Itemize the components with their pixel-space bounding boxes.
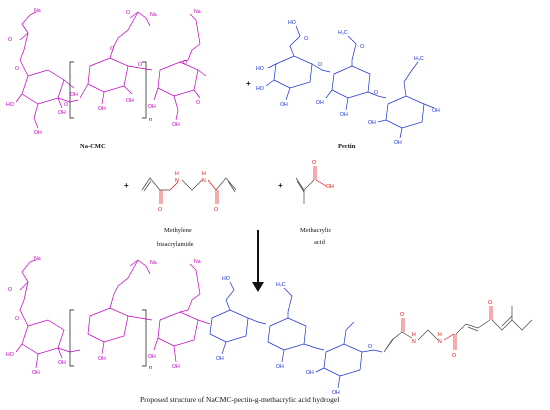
atom-na: Na [150,260,157,266]
atom-ch3: H₃C [414,56,424,62]
atom-h: H [412,332,416,338]
atom-oh: OH [216,356,224,362]
atom-ho: HO [256,86,264,92]
atom-o: O [196,100,200,106]
atom-na: Na [194,9,201,15]
repeat-subscript: n [149,117,152,123]
atom-oh: OH [340,112,348,118]
atom-oh: OH [276,364,284,370]
atom-o: O [8,287,12,293]
atom-ho: HO [6,352,14,358]
atom-oh: OH [172,364,180,370]
atom-o: O [374,90,378,96]
pectin-label: Pectin [338,143,356,150]
atom-o: O [15,66,19,72]
atom-h: H [438,332,442,338]
atom-oh: OH [32,370,40,376]
atom-oh: OH [148,354,156,360]
atom-n: N [175,178,179,184]
atom-ch3: H₃C [276,282,286,288]
atom-oh: OH [98,106,106,112]
figure-caption: Proposed structure of NaCMC-pectin-g-met… [140,395,339,404]
methylene-bisacrylamide-structure: O H N H N O Methylene bisacrylamide [141,171,237,248]
plus-sign: + [246,79,251,88]
atom-na: Na [150,12,157,18]
atom-o: O [158,207,162,213]
atom-ch3: H₃C [338,30,348,36]
atom-oh: OH [172,122,180,128]
methacrylic-label: Methacrylic [300,227,332,234]
atom-ho: HO [256,66,264,72]
plus-sign: + [124,181,129,190]
atom-na: Na [194,259,201,265]
atom-h: H [175,171,179,177]
atom-oh: OH [326,184,334,190]
atom-o: O [312,160,316,166]
methacrylic-acid-structure: O OH Methacrylic acid [295,160,334,246]
atom-n: N [438,339,442,345]
hydrogel-product-structure: Na O O Na Na HO OH OH n OH OH OH [6,256,533,396]
atom-ho: HO [6,102,14,108]
atom-o: O [138,62,142,68]
atom-oh: OH [58,110,66,116]
pectin-structure: HO O HO HO OH O H₃C O OH OH O H₃C OH OH … [256,20,440,150]
atom-o: O [400,312,404,318]
repeat-subscript: n [149,365,152,371]
atom-o: O [64,102,68,108]
acid-label: acid [314,239,326,246]
atom-o: O [452,353,456,359]
atom-ho: HO [288,20,296,26]
atom-na: Na [34,256,41,262]
methylene-label: Methylene [164,227,192,234]
na-cmc-label: Na-CMC [80,143,106,150]
atom-na: Na [34,8,41,14]
atom-oh: OH [148,104,156,110]
atom-o: O [183,60,187,66]
atom-oh: OH [316,100,324,106]
atom-o: O [304,36,308,42]
atom-o: O [8,37,12,43]
atom-o: O [488,300,492,306]
atom-o: O [214,207,218,213]
atom-oh: OH [34,130,42,136]
na-cmc-structure: Na O O Na O O Na O HO OH OH OH O n [6,8,207,150]
atom-o: O [15,316,19,322]
atom-oh: OH [332,390,340,396]
atom-oh: OH [368,120,376,126]
atom-h: H [202,171,206,177]
atom-oh: OH [70,92,78,98]
atom-n: N [412,339,416,345]
reaction-arrow [252,230,264,292]
atom-oh: OH [98,356,106,362]
atom-oh: OH [394,140,402,146]
atom-oh: OH [306,370,314,376]
atom-o: O [360,44,364,50]
bisacrylamide-label: bisacrylamide [157,241,194,248]
atom-o: O [126,10,130,16]
atom-oh: OH [432,108,440,114]
atom-oh: OH [126,98,134,104]
atom-oh: OH [58,360,66,366]
atom-o: O [318,62,322,68]
atom-n: N [202,178,206,184]
atom-oh: OH [280,102,288,108]
atom-o: O [368,344,372,350]
atom-ho: HO [222,276,230,282]
plus-sign: + [278,181,283,190]
atom-o: O [110,46,114,52]
